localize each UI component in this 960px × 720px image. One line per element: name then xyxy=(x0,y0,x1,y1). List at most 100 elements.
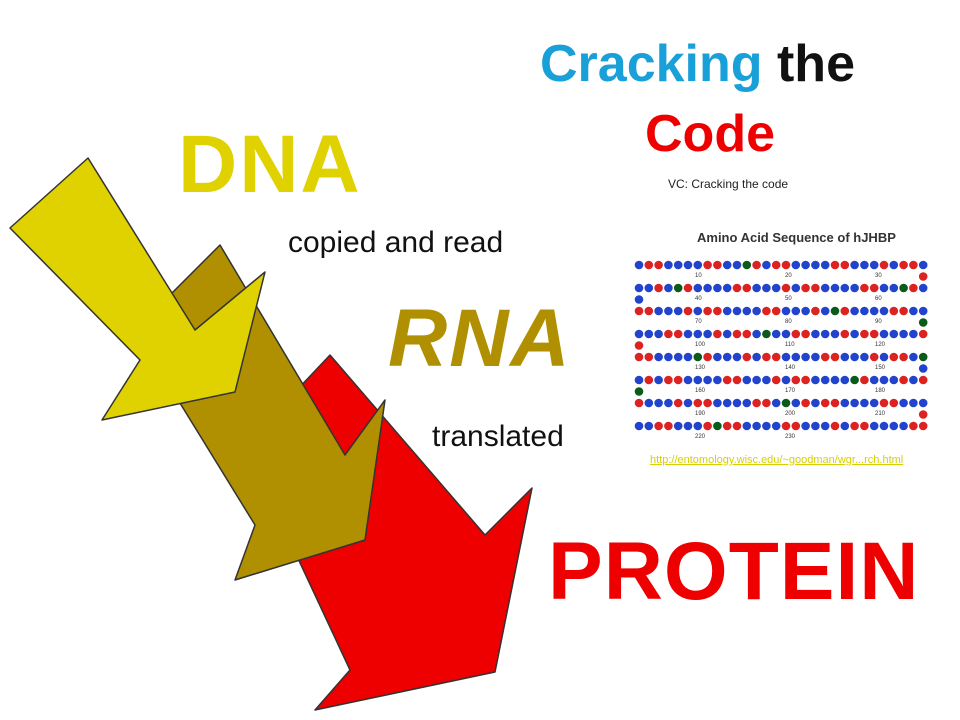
residue-bead xyxy=(732,283,742,293)
residue-bead xyxy=(860,283,869,293)
residue-bead xyxy=(889,329,899,339)
residue-bead xyxy=(683,306,693,316)
residue-bead xyxy=(899,283,908,293)
residue-bead xyxy=(791,329,801,339)
residue-bead xyxy=(889,421,899,431)
residue-bead xyxy=(918,318,928,327)
residue-bead xyxy=(869,306,879,316)
residue-number-label: 90 xyxy=(875,319,882,325)
residue-bead xyxy=(909,329,918,339)
residue-bead xyxy=(840,260,850,270)
video-caption: VC: Cracking the code xyxy=(668,177,789,191)
residue-number-label: 80 xyxy=(785,319,792,325)
residue-bead xyxy=(830,375,840,385)
residue-bead xyxy=(899,375,908,385)
residue-bead xyxy=(899,306,908,316)
residue-bead xyxy=(860,398,869,408)
residue-bead xyxy=(664,283,673,293)
residue-bead xyxy=(634,421,644,431)
residue-bead xyxy=(752,306,761,316)
residue-bead xyxy=(713,260,722,270)
residue-number-label: 140 xyxy=(785,365,796,371)
residue-bead xyxy=(869,375,879,385)
residue-bead xyxy=(781,283,791,293)
residue-bead xyxy=(732,329,742,339)
residue-bead xyxy=(634,329,644,339)
rna-label: RNA xyxy=(388,293,572,384)
residue-number-label: 200 xyxy=(785,411,796,417)
residue-number-label: 20 xyxy=(785,273,792,279)
residue-bead xyxy=(869,421,879,431)
residue-number-label: 110 xyxy=(785,342,795,348)
residue-bead xyxy=(693,398,703,408)
residue-bead xyxy=(830,398,840,408)
residue-bead xyxy=(703,329,712,339)
residue-bead xyxy=(634,375,644,385)
residue-bead xyxy=(742,352,752,362)
residue-bead xyxy=(781,421,791,431)
residue-bead xyxy=(693,329,703,339)
residue-bead xyxy=(801,375,810,385)
residue-bead xyxy=(703,398,712,408)
residue-number-label: 60 xyxy=(875,296,882,302)
protein-label: PROTEIN xyxy=(548,526,920,617)
residue-bead xyxy=(771,283,781,293)
residue-number-label: 10 xyxy=(695,273,702,279)
residue-bead xyxy=(713,398,722,408)
residue-bead xyxy=(860,421,869,431)
residue-bead xyxy=(752,375,761,385)
residue-bead xyxy=(850,260,859,270)
residue-bead xyxy=(693,306,703,316)
residue-bead xyxy=(899,398,908,408)
residue-bead xyxy=(683,260,693,270)
residue-bead xyxy=(752,421,761,431)
residue-bead xyxy=(889,398,899,408)
copied-and-read-label: copied and read xyxy=(288,226,504,259)
residue-bead xyxy=(742,375,752,385)
residue-bead xyxy=(811,306,820,316)
residue-bead xyxy=(820,283,830,293)
residue-bead xyxy=(850,352,859,362)
source-link[interactable]: http://entomology.wisc.edu/~goodman/wgr.… xyxy=(650,454,904,466)
residue-bead xyxy=(791,260,801,270)
residue-bead xyxy=(742,421,752,431)
title-word-the: the xyxy=(776,35,855,93)
residue-bead xyxy=(644,352,654,362)
residue-bead xyxy=(840,421,850,431)
residue-bead xyxy=(791,421,801,431)
residue-bead xyxy=(664,329,673,339)
residue-bead xyxy=(752,260,761,270)
residue-bead xyxy=(771,398,781,408)
slide-title-line2: Code xyxy=(645,104,775,164)
residue-bead xyxy=(732,375,742,385)
residue-bead xyxy=(801,398,810,408)
residue-bead xyxy=(801,283,810,293)
residue-bead xyxy=(703,352,712,362)
residue-bead xyxy=(654,398,663,408)
residue-number-label: 30 xyxy=(875,273,882,279)
residue-bead xyxy=(771,329,781,339)
residue-bead xyxy=(703,421,712,431)
residue-bead xyxy=(664,352,673,362)
residue-bead xyxy=(722,260,732,270)
residue-bead xyxy=(683,421,693,431)
residue-bead xyxy=(752,283,761,293)
residue-bead xyxy=(781,306,791,316)
residue-bead xyxy=(879,421,889,431)
residue-bead xyxy=(850,329,859,339)
residue-bead xyxy=(634,283,644,293)
residue-bead xyxy=(693,352,703,362)
residue-bead xyxy=(693,260,703,270)
residue-bead xyxy=(889,352,899,362)
residue-bead xyxy=(722,283,732,293)
residue-bead xyxy=(762,283,771,293)
residue-bead xyxy=(909,283,918,293)
residue-bead xyxy=(918,410,928,419)
residue-bead xyxy=(781,375,791,385)
residue-bead xyxy=(713,283,722,293)
residue-bead xyxy=(791,375,801,385)
residue-bead xyxy=(752,329,761,339)
